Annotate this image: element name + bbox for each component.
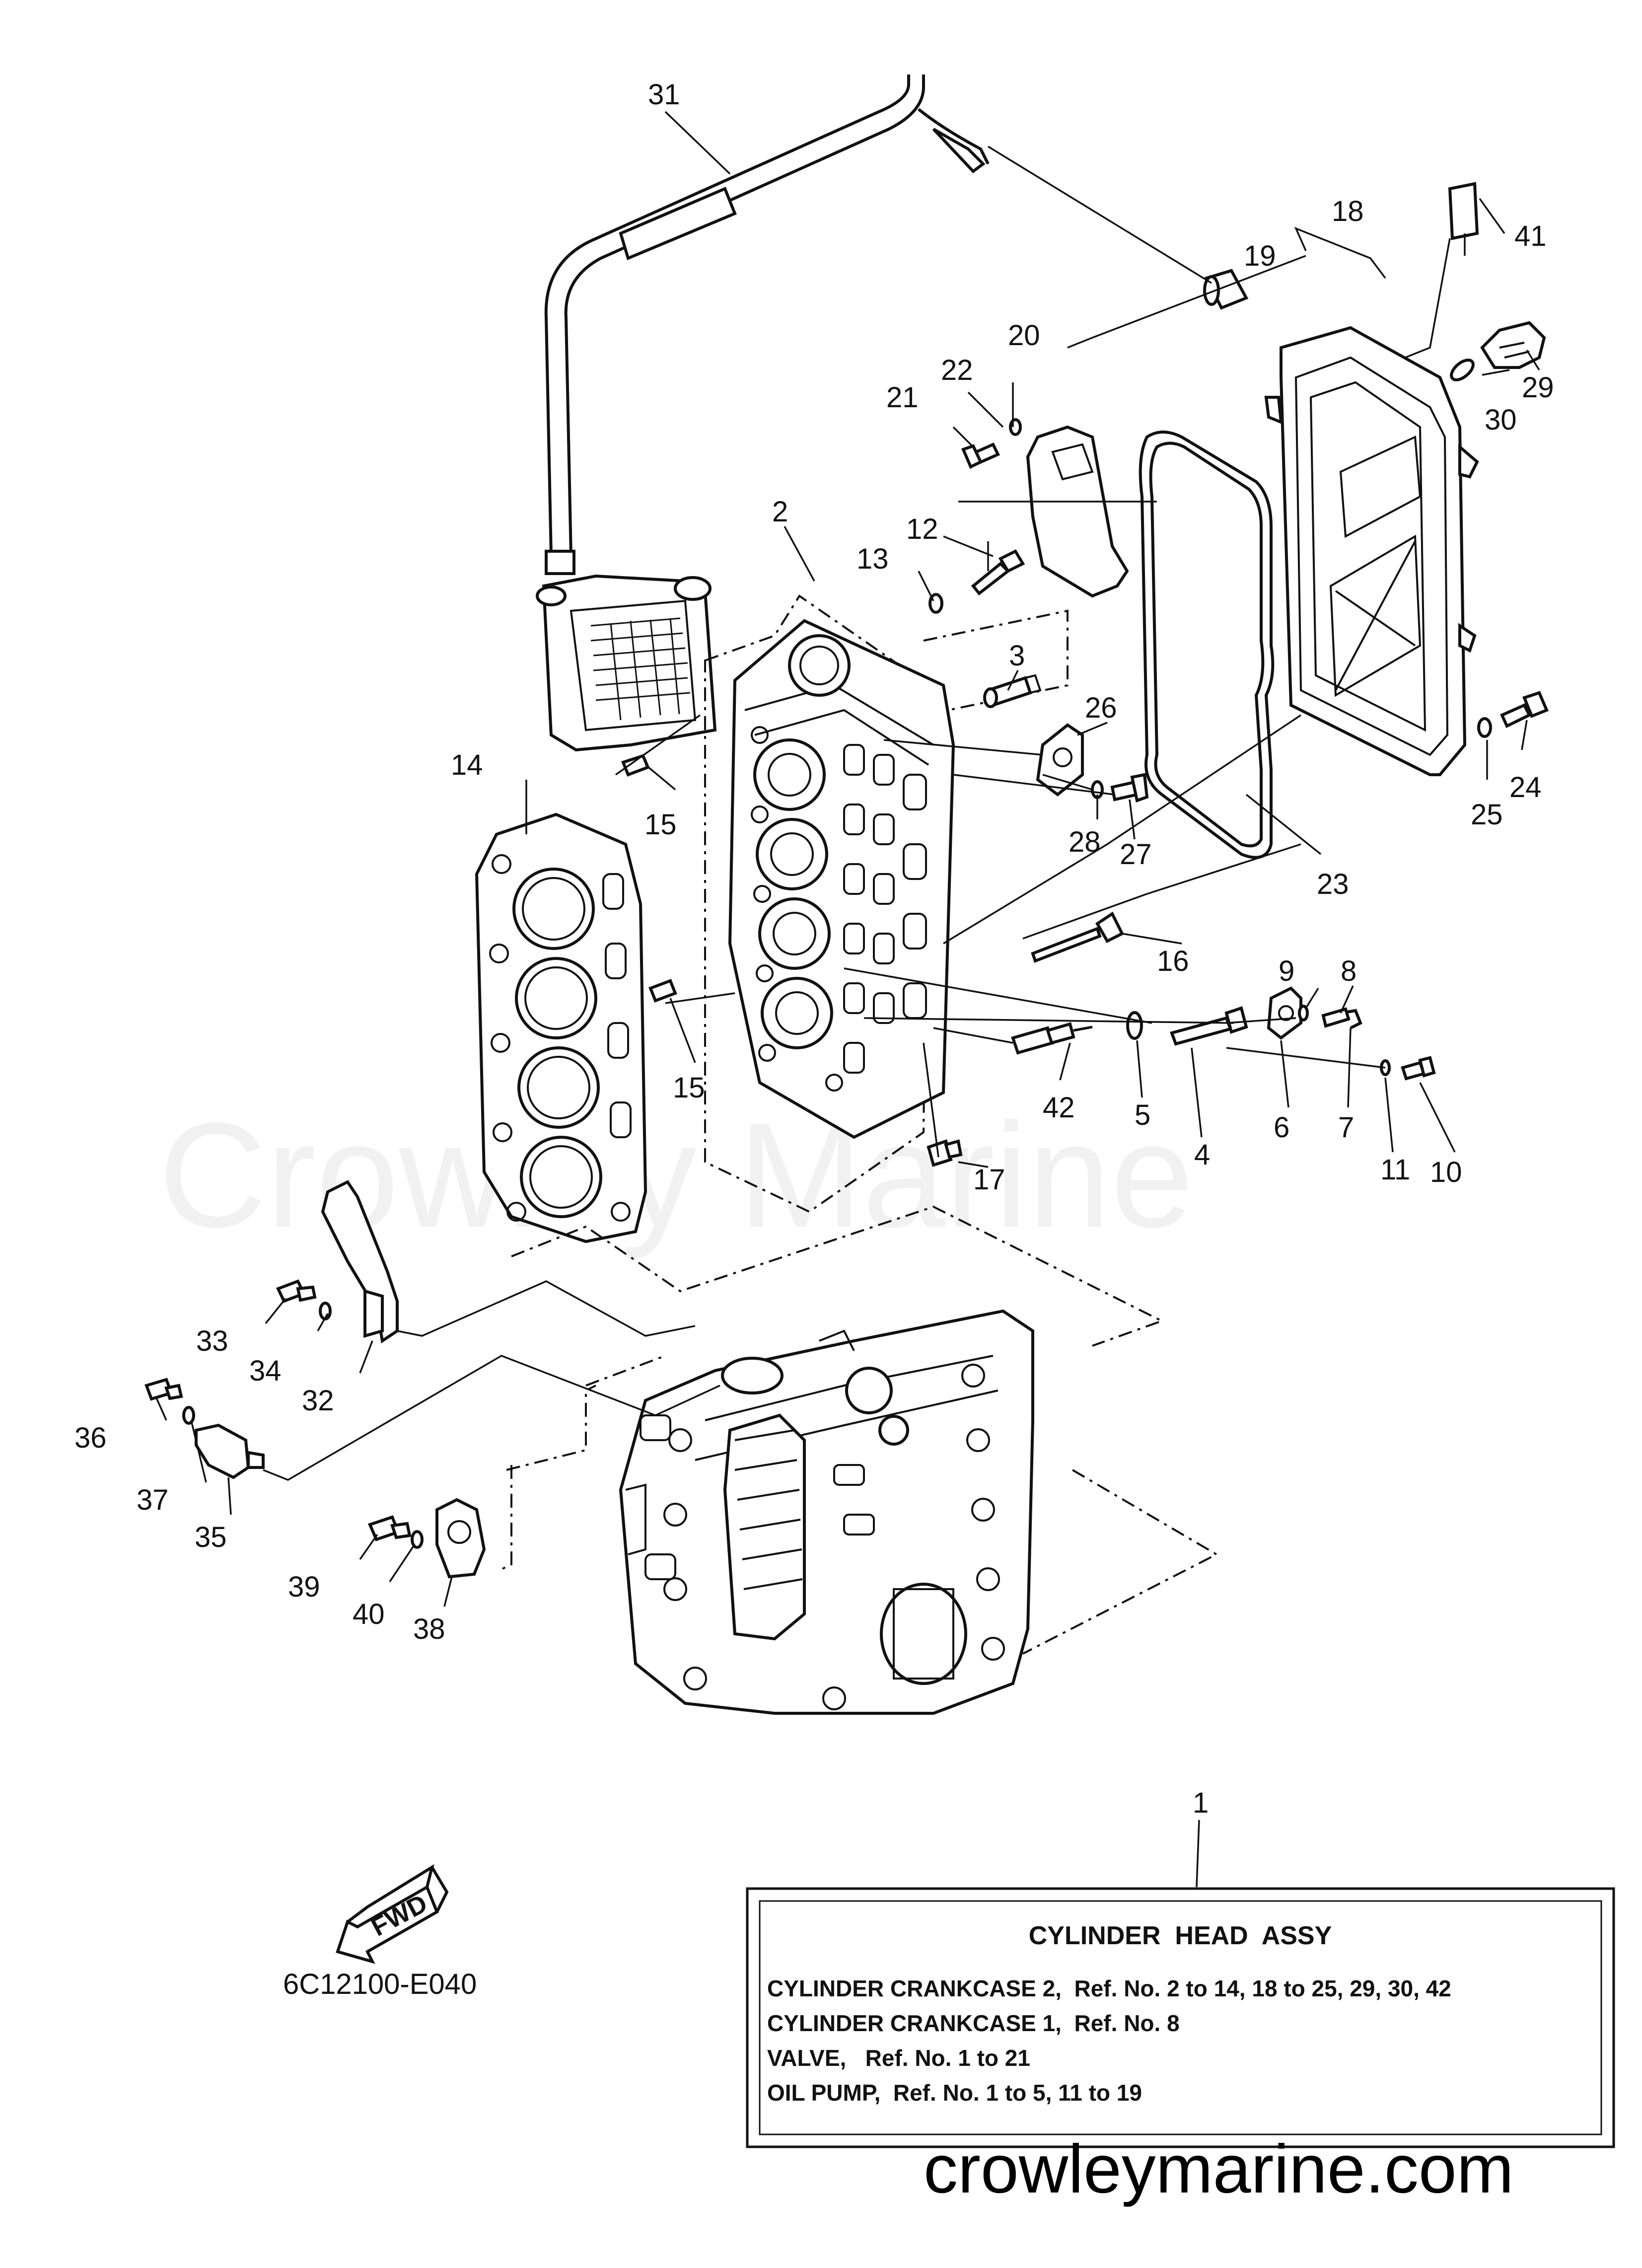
part-24-bolt <box>1500 691 1549 729</box>
callout-39: 39 <box>288 1571 320 1603</box>
callout-14: 14 <box>451 749 483 781</box>
callout-22: 22 <box>941 354 973 386</box>
callout-33: 33 <box>196 1325 228 1357</box>
callout-37: 37 <box>137 1484 169 1516</box>
callout-8: 8 <box>1341 955 1356 987</box>
callout-12: 12 <box>906 513 938 545</box>
alignment-lines <box>501 1205 1219 1655</box>
callout-29: 29 <box>1522 371 1554 404</box>
callout-5: 5 <box>1135 1099 1150 1131</box>
part-38-plate <box>435 1498 486 1579</box>
callout-23: 23 <box>1317 868 1349 900</box>
callout-25: 25 <box>1471 799 1503 831</box>
part-27-bolt <box>1110 773 1149 803</box>
part-7-clip <box>1340 1009 1362 1029</box>
part-22-washer <box>1009 418 1022 436</box>
callout-15a: 15 <box>644 808 677 841</box>
part-19-grommet <box>1203 269 1249 310</box>
part-2-cylinder-head <box>704 594 1069 1213</box>
part-14-head-gasket <box>475 812 647 1244</box>
part-21-screw <box>961 442 1000 469</box>
part-15-dowel-upper <box>621 754 650 777</box>
part-32-bracket <box>321 1180 399 1344</box>
callout-13: 13 <box>857 543 889 575</box>
part-41-label <box>1448 182 1479 240</box>
part-17-bolt <box>927 1139 963 1167</box>
part-10-screw <box>1401 1056 1436 1081</box>
callout-30: 30 <box>1485 404 1517 436</box>
callout-32: 32 <box>302 1385 334 1417</box>
part-4-shaft <box>1170 1006 1248 1046</box>
part-35-sensor <box>195 1423 265 1479</box>
drawing-code: 6C12100-E040 <box>283 1968 477 2000</box>
part-23-gasket <box>1139 431 1275 859</box>
callout-19: 19 <box>1244 240 1276 272</box>
part-40-washer <box>411 1530 424 1549</box>
part-39-bolt <box>367 1515 412 1541</box>
callout-9: 9 <box>1279 955 1294 987</box>
part-29-filler-cap <box>1480 321 1546 369</box>
part-8-bolt <box>1321 1007 1351 1028</box>
forward-direction-arrow: FWD <box>336 1864 449 1964</box>
callout-24: 24 <box>1509 771 1542 804</box>
part-5-washer <box>1126 1011 1143 1040</box>
callout-3: 3 <box>1009 640 1025 672</box>
part-42-spark-plug <box>1011 1022 1093 1055</box>
part-3-sleeve <box>983 674 1042 708</box>
part-20-cover-plate <box>1026 425 1129 598</box>
part-18-head-cover <box>1264 326 1479 776</box>
callout-42: 42 <box>1043 1092 1075 1124</box>
callout-16: 16 <box>1157 945 1189 977</box>
callout-20: 20 <box>1008 319 1040 352</box>
part-12-bolt <box>971 549 1025 596</box>
part-16-long-bolt <box>1031 911 1125 963</box>
site-mark: crowleymarine.com <box>924 2131 1514 2207</box>
part-31-breather-hose <box>544 74 990 575</box>
callout-31: 31 <box>648 78 680 111</box>
callout-labels: 1 2 3 4 5 6 7 8 9 10 11 12 13 14 15 15 1… <box>74 78 1554 1819</box>
legend-line-4: OIL PUMP, Ref. No. 1 to 5, 11 to 19 <box>767 2080 1142 2106</box>
legend-line-2: CYLINDER CRANKCASE 1, Ref. No. 8 <box>767 2010 1180 2036</box>
callout-34: 34 <box>249 1355 282 1387</box>
part-37-washer <box>182 1406 195 1425</box>
leader-lines <box>155 111 1540 1888</box>
part-6-lever <box>1267 986 1302 1040</box>
callout-2: 2 <box>772 496 788 528</box>
callout-40: 40 <box>353 1598 385 1630</box>
callout-1: 1 <box>1193 1787 1209 1819</box>
part-30-o-ring <box>1450 359 1475 381</box>
callout-18: 18 <box>1332 195 1364 227</box>
callout-41: 41 <box>1514 220 1547 252</box>
callout-36: 36 <box>74 1422 107 1454</box>
breather-filter-box <box>536 574 717 752</box>
callout-38: 38 <box>413 1613 445 1645</box>
watermark: Crowley Marine <box>159 1092 1194 1259</box>
callout-21: 21 <box>886 381 919 414</box>
legend-line-3: VALVE, Ref. No. 1 to 21 <box>767 2045 1030 2071</box>
legend-line-1: CYLINDER CRANKCASE 2, Ref. No. 2 to 14, … <box>767 1975 1451 2001</box>
assembly-legend: CYLINDER HEAD ASSY CYLINDER CRANKCASE 2,… <box>746 1887 1615 2148</box>
callout-17: 17 <box>973 1164 1005 1196</box>
part-36-bolt <box>144 1378 183 1401</box>
callout-27: 27 <box>1120 838 1152 871</box>
callout-26: 26 <box>1085 692 1117 724</box>
callout-4: 4 <box>1194 1139 1210 1171</box>
part-25-washer <box>1477 717 1492 738</box>
part-33-bolt <box>276 1279 317 1303</box>
part-15-dowel-lower <box>648 979 677 1003</box>
callout-6: 6 <box>1274 1111 1289 1144</box>
callout-15b: 15 <box>673 1072 705 1104</box>
callout-10: 10 <box>1430 1156 1462 1188</box>
callout-11: 11 <box>1380 1154 1410 1186</box>
callout-28: 28 <box>1069 826 1101 858</box>
legend-title: CYLINDER HEAD ASSY <box>1029 1921 1332 1950</box>
crankcase-block <box>619 1309 1034 1715</box>
callout-35: 35 <box>195 1521 227 1553</box>
part-9-washer <box>1298 1005 1309 1022</box>
callout-7: 7 <box>1338 1111 1354 1144</box>
